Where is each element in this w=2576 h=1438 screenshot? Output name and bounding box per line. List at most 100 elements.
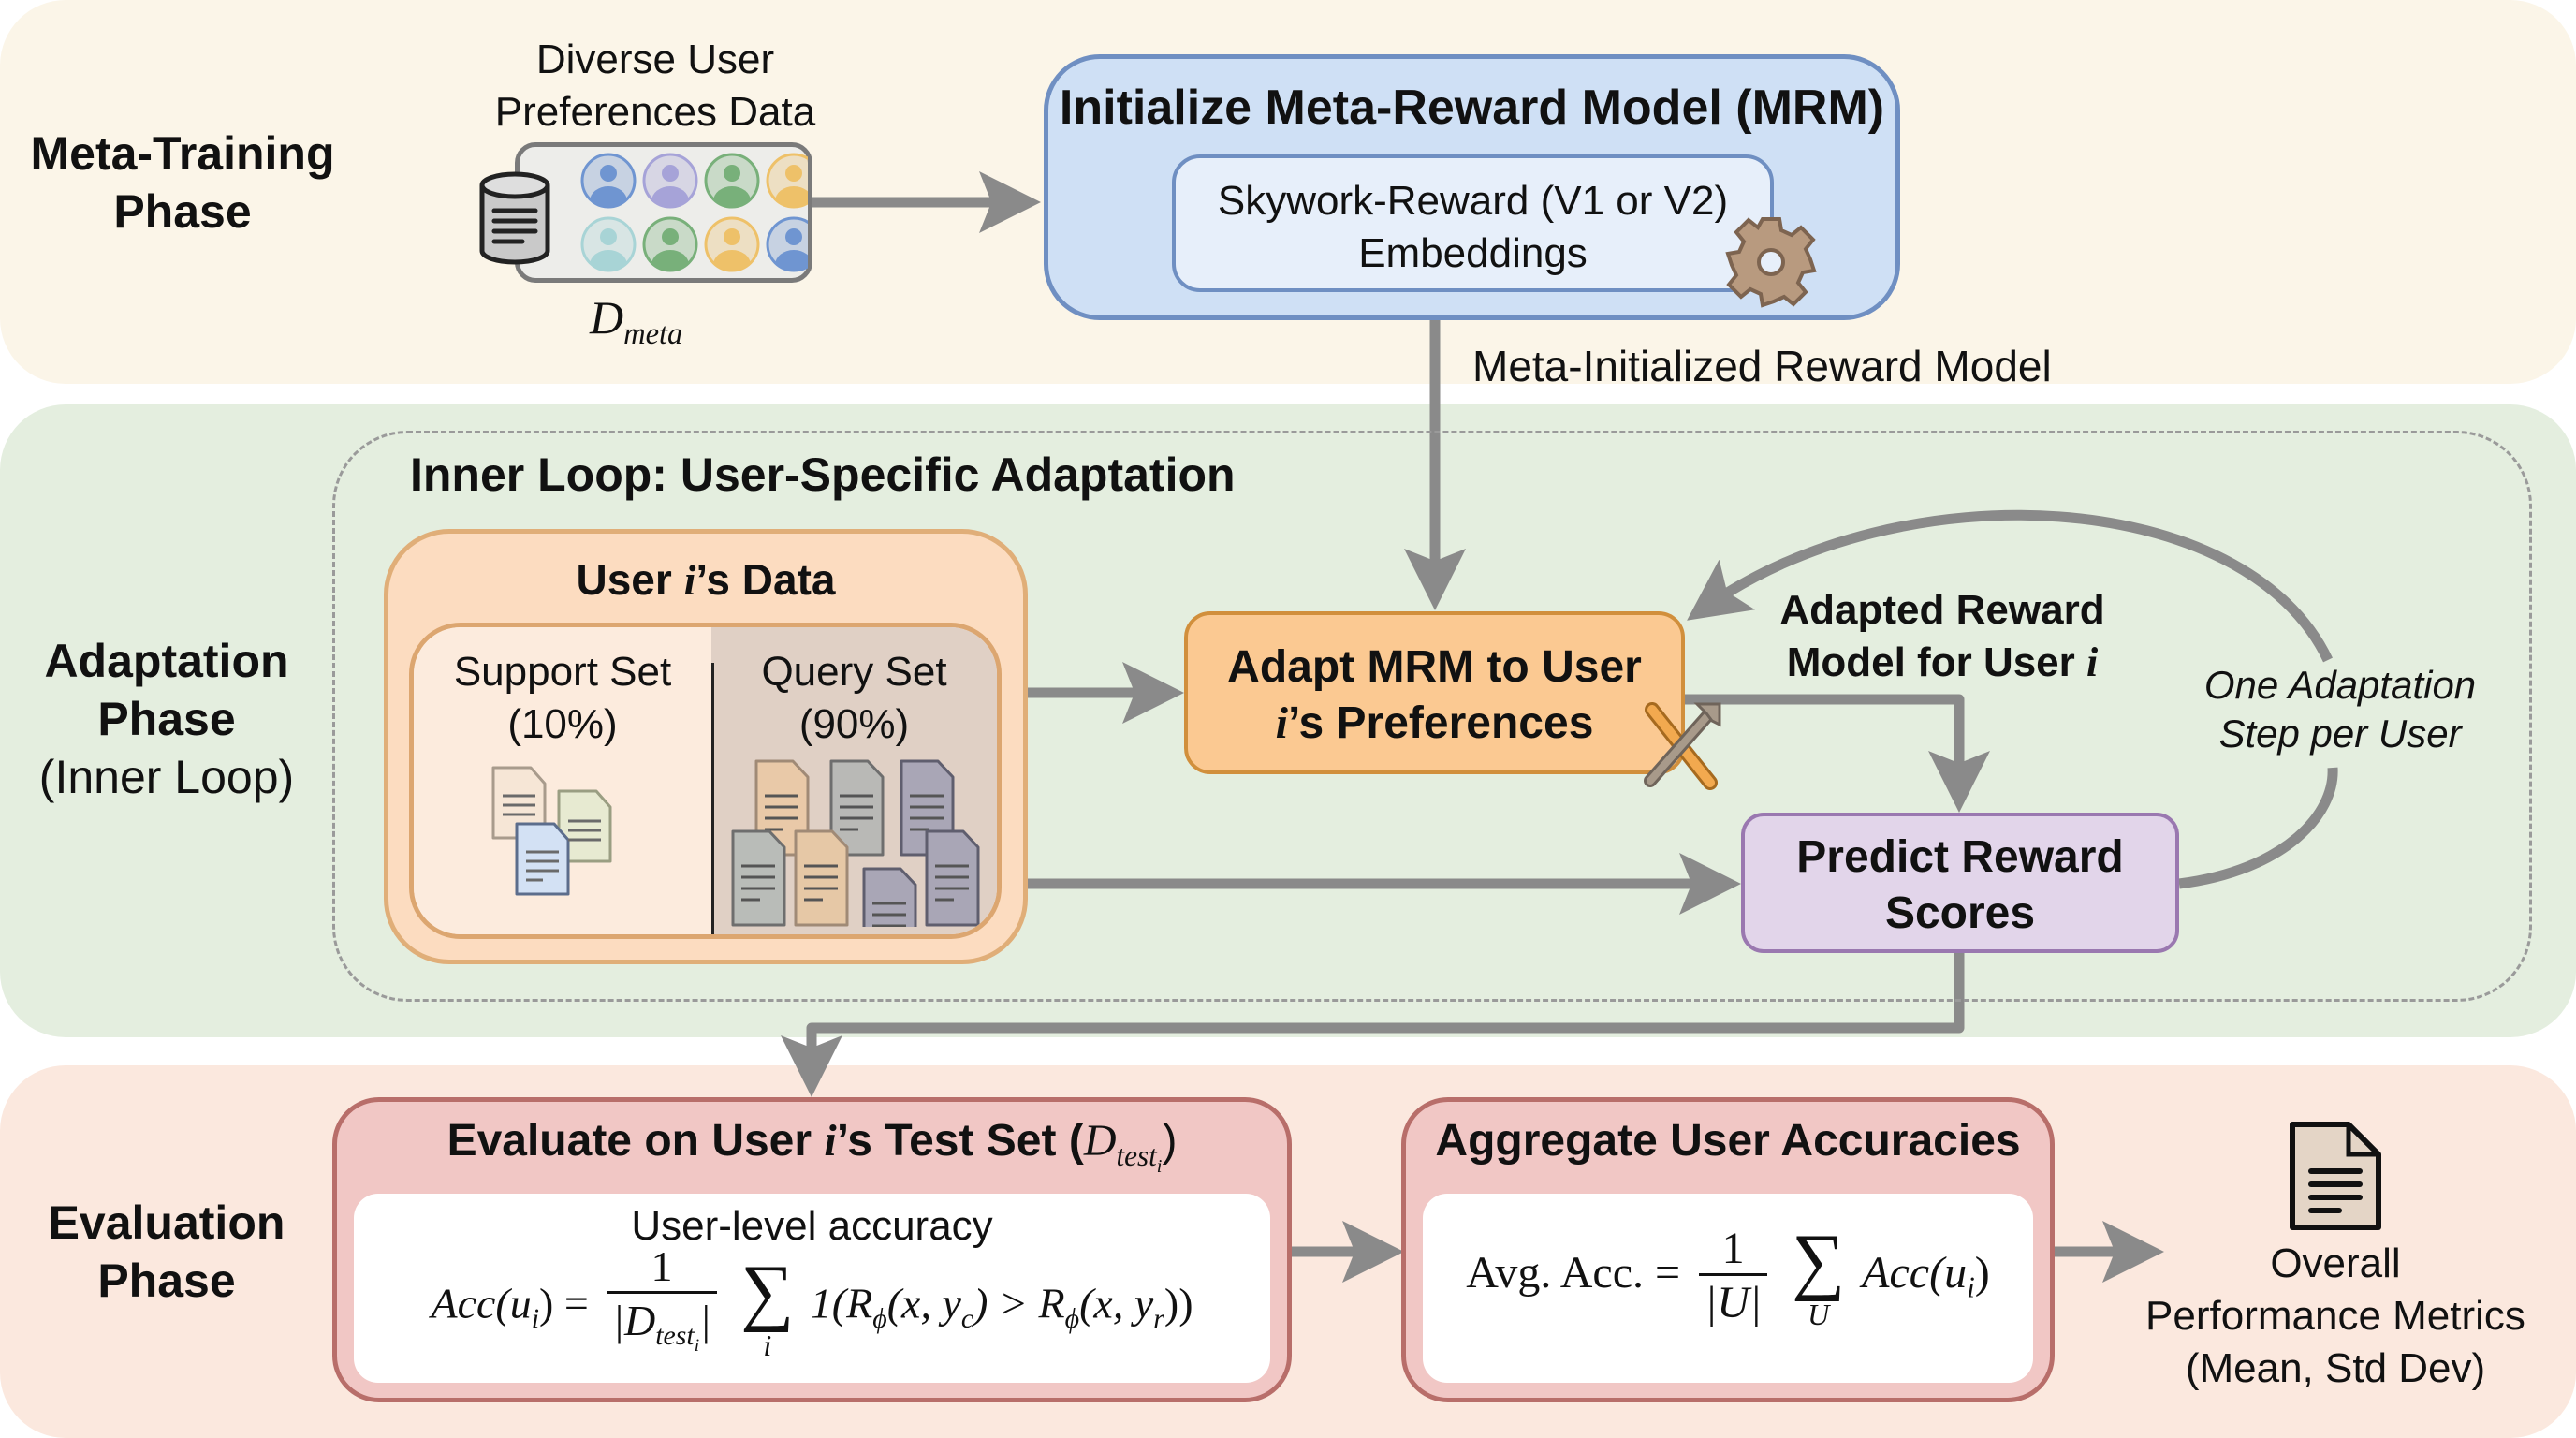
loop-arc-upper [1687,509,2333,663]
eval-title-part: ’s Test Set ( [836,1116,1084,1166]
eval-title-dataset: Dtesti [1084,1116,1163,1177]
skywork-text: Skywork-Reward (V1 or V2) Embeddings [1176,175,1770,280]
den-sym: |D [612,1297,656,1344]
inner-loop-title: Inner Loop: User-Specific Adaptation [410,448,1236,501]
predict-reward-box: Predict Reward Scores [1741,813,2179,953]
dataset-subscript: meta [623,317,683,351]
output-line2: Performance Metrics [2145,1293,2525,1339]
gear-icon [1725,217,1817,308]
adapted-line1: Adapted Reward [1779,587,2105,633]
diverse-data-label: Diverse User Preferences Data [449,34,861,139]
sigma-symbol: ∑ [740,1251,795,1334]
document-icon [794,829,849,927]
support-label: Support Set [453,649,672,695]
output-line1: Overall [2270,1240,2401,1286]
title-part: User [576,555,684,604]
agg-rhs: Acc(u [1862,1248,1968,1299]
summation: ∑U [1792,1224,1845,1330]
dataset-letter: D [590,291,624,344]
arrow-adapt-to-predict [1685,694,1990,813]
meta-initialized-label: Meta-Initialized Reward Model [1472,342,2052,390]
title-var: i [683,556,696,604]
query-label: Query Set [761,649,947,695]
formula-part: Acc(u [431,1279,532,1328]
aggregate-accuracies-box: Aggregate User Accuracies Avg. Acc. = 1|… [1401,1097,2055,1402]
agg-rhs-sub: i [1967,1270,1975,1304]
eval-formula-panel: User-level accuracy Acc(ui) = 1|Dtesti| … [354,1194,1270,1383]
user-avatar-icon [580,153,637,209]
support-query-split: Support Set (10%) Query Set (90%) [409,623,1002,939]
user-avatar-icon [704,153,760,209]
inner-loop-container [332,431,2532,1002]
den-sub: test [655,1320,695,1352]
yc-sub: c [960,1302,974,1334]
label-line: Preferences Data [494,89,816,135]
adapt-line2: ’s Preferences [1287,698,1594,748]
formula-part: (x, y [886,1279,961,1328]
d-sub: test [1116,1138,1157,1172]
eval-title-close: ) [1162,1116,1178,1166]
arrow-predict-to-eval [781,953,1965,1097]
phase-label-line: Evaluation [48,1196,285,1249]
sigma-symbol: ∑ [1792,1220,1846,1302]
avatar-grid [580,153,808,272]
formula-part: ) = [539,1279,589,1328]
query-set-label: Query Set (90%) [711,646,997,751]
formula-part: ) > R [973,1279,1065,1328]
query-documents-icon [731,759,980,927]
sum-index: U [1808,1298,1830,1331]
formula-part: (x, y [1079,1279,1154,1328]
denominator: |U| [1699,1272,1768,1330]
agg-rhs-close: ) [1974,1248,1990,1299]
sum-index: i [763,1328,772,1363]
d-subsub: i [1156,1155,1163,1177]
adapt-mrm-text: Adapt MRM to User i’s Preferences [1188,639,1681,752]
eval-title-var: i [824,1116,837,1166]
formula-part: )) [1164,1279,1193,1328]
title-part: ’s Data [695,555,836,604]
numerator: 1 [1721,1223,1745,1273]
agg-title: Aggregate User Accuracies [1435,1116,2021,1166]
adapted-model-label: Adapted Reward Model for User i [1750,584,2134,689]
phi-sub: ϕ [1064,1302,1080,1334]
skywork-line: Skywork-Reward (V1 or V2) [1217,178,1729,224]
yr-sub: r [1153,1302,1164,1334]
predict-line2: Scores [1884,888,2036,938]
loop-line1: One Adaptation [2203,663,2477,707]
document-icon [862,867,917,927]
output-line3: (Mean, Std Dev) [2185,1345,2486,1391]
eval-title-part: Evaluate on User [446,1116,825,1166]
support-set-panel: Support Set (10%) [414,627,711,934]
evaluate-test-set-box: Evaluate on User i’s Test Set (Dtesti) U… [332,1097,1292,1402]
den-close: | [699,1297,711,1344]
adapt-line1: Adapt MRM to User [1227,642,1642,692]
adapt-mrm-box: Adapt MRM to User i’s Preferences [1184,611,1685,774]
den-subsub: i [694,1336,700,1357]
predict-text: Predict Reward Scores [1745,829,2175,942]
loop-arc-lower [2178,767,2338,889]
user-data-title: User i’s Data [388,554,1023,605]
embeddings-line: Embeddings [1358,230,1588,276]
user-preferences-grid [515,142,812,283]
user-avatar-icon [642,153,698,209]
document-icon [925,829,980,927]
report-document-icon [2290,1122,2381,1230]
loop-line2: Step per User [2218,712,2462,756]
user-avatar-icon [766,153,808,209]
agg-formula-panel: Avg. Acc. = 1|U| ∑U Acc(ui) [1423,1194,2033,1383]
phase-label-line: Adaptation [44,635,289,687]
adaptation-phase-label: Adaptation Phase (Inner Loop) [0,632,333,806]
adapted-line2: Model for User [1786,639,2087,685]
formula-sub: i [531,1302,540,1334]
user-avatar-icon [766,216,808,272]
predict-line1: Predict Reward [1796,832,2124,882]
user-accuracy-formula: Acc(ui) = 1|Dtesti| ∑i 1(Rϕ(x, yc) > Rϕ(… [354,1242,1270,1373]
support-documents-icon [491,766,612,896]
query-percent: (90%) [798,701,910,747]
phase-label-line: Phase [97,693,236,745]
formula-part: 1(R [810,1279,873,1328]
phi-sub: ϕ [872,1302,887,1334]
dataset-symbol: Dmeta [590,290,682,352]
tools-icon [1644,702,1721,790]
